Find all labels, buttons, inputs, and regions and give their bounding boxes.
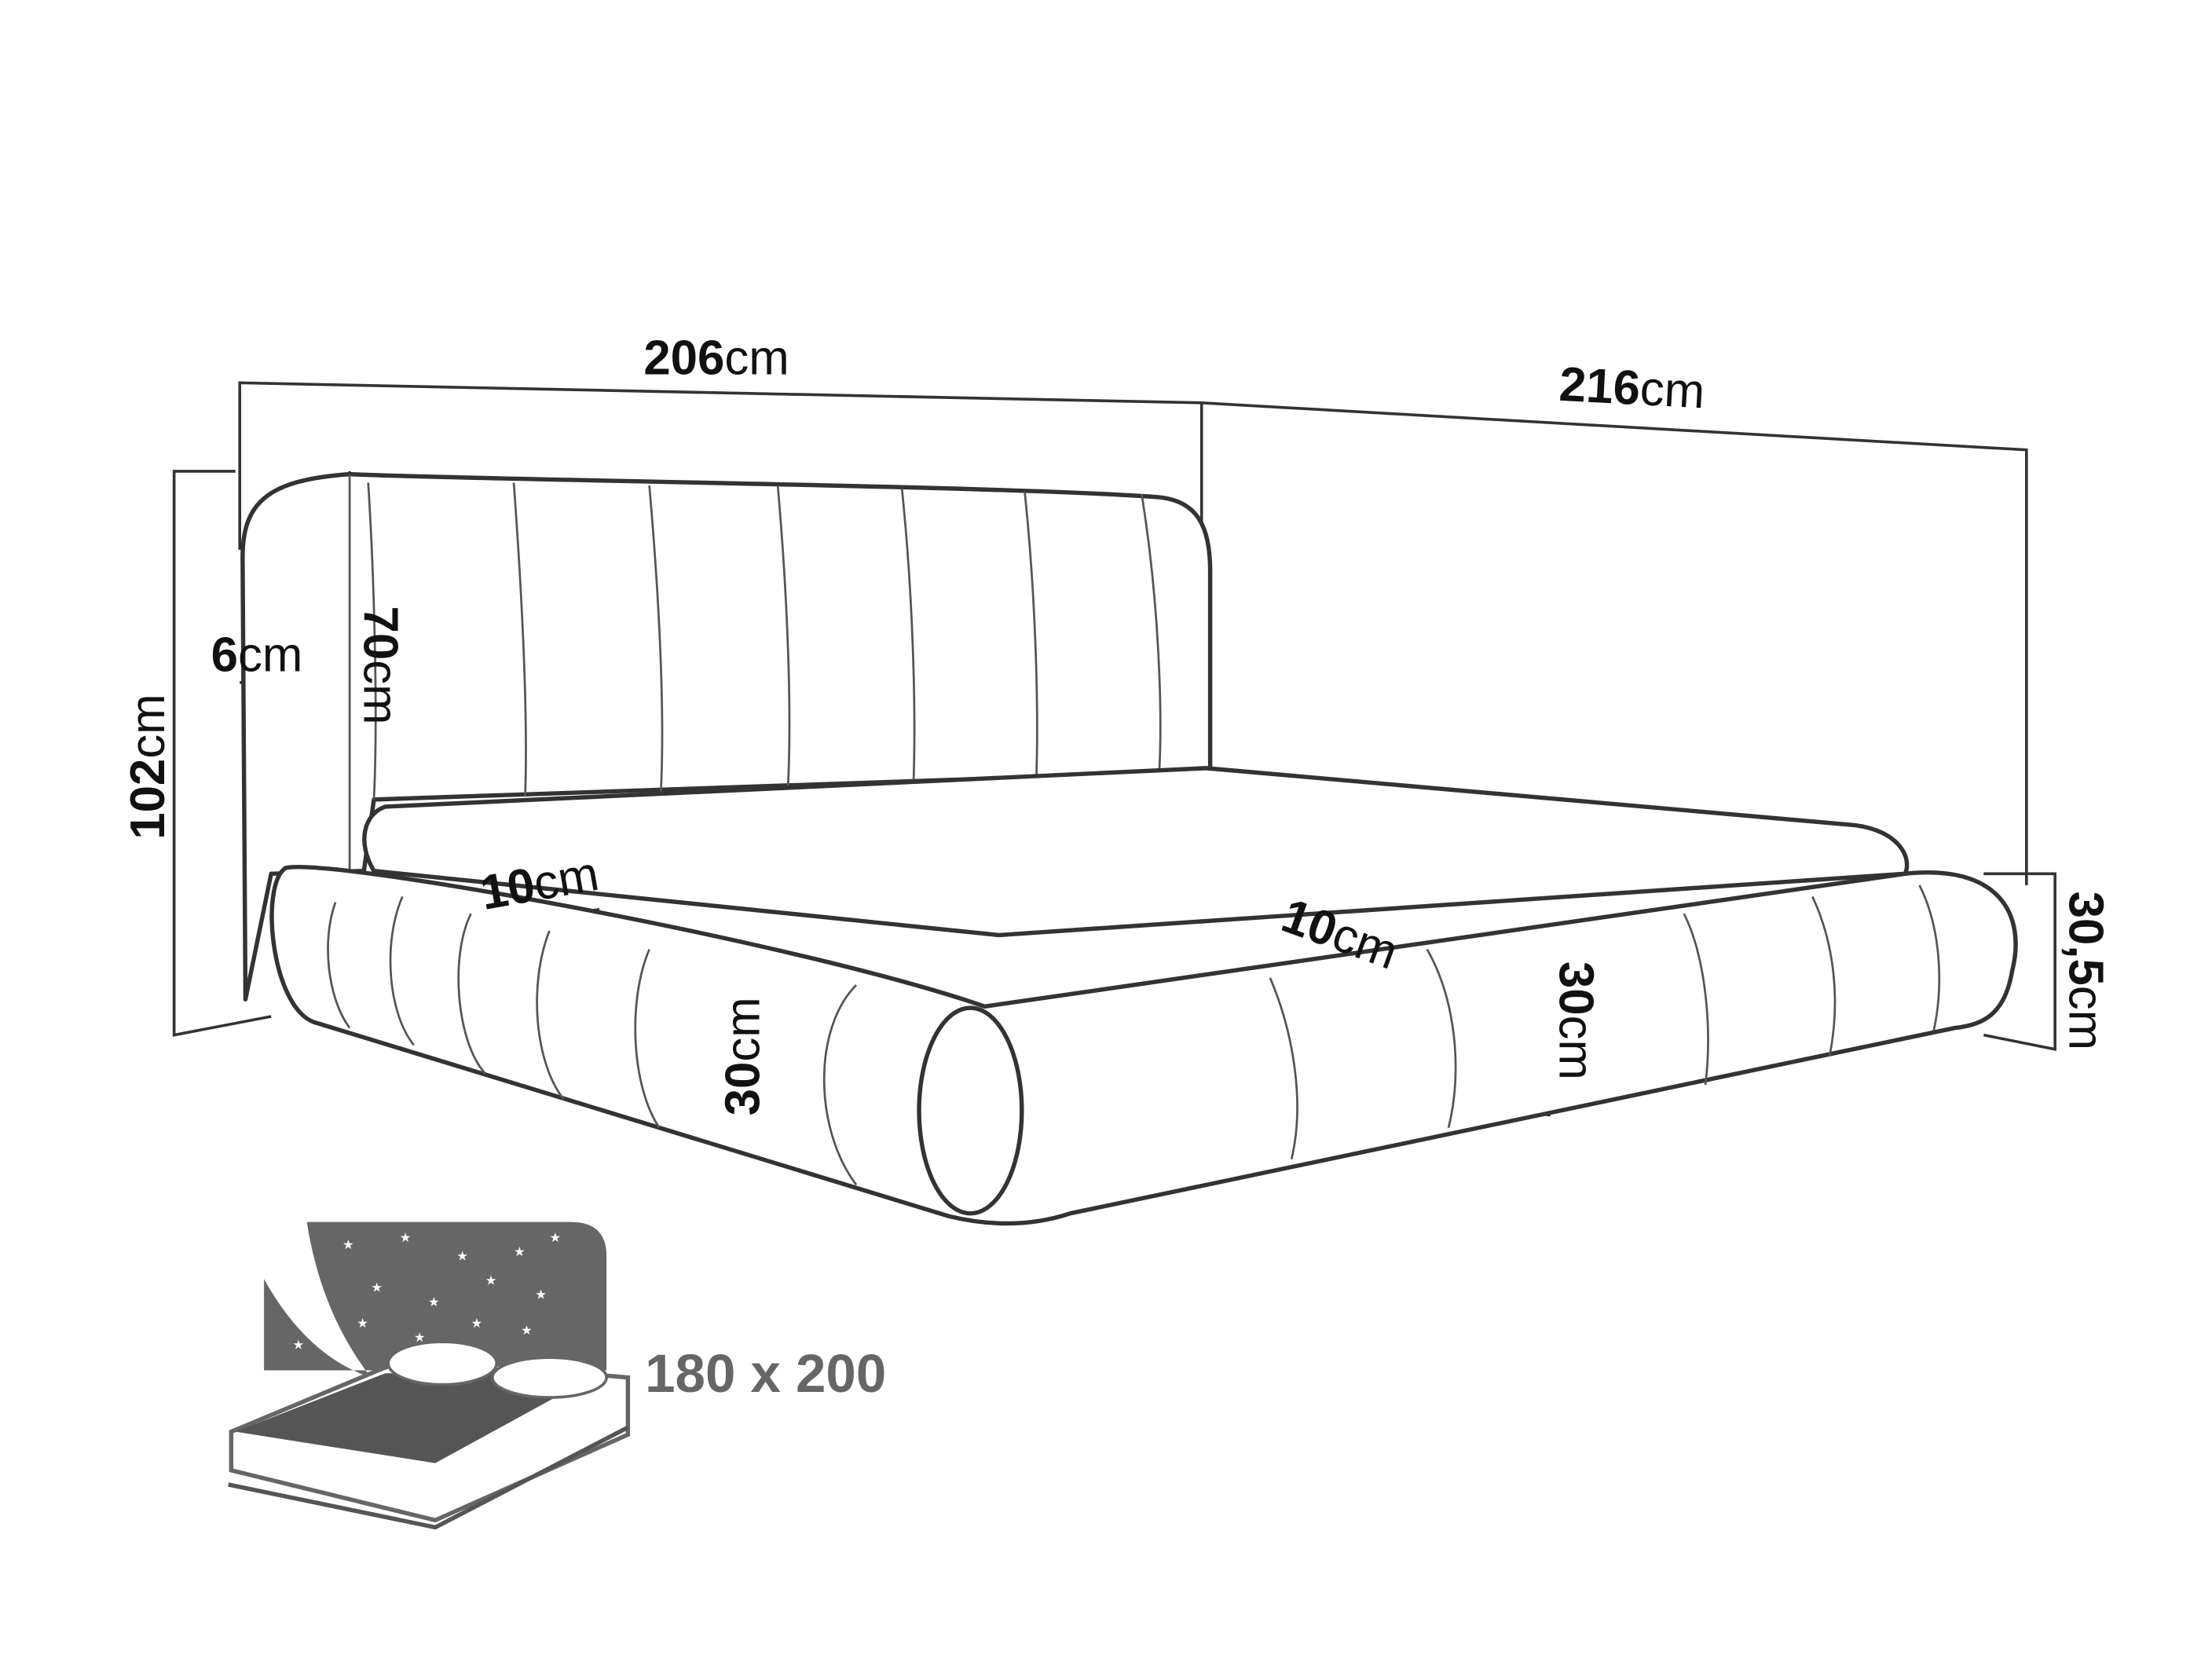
svg-text:★: ★ (414, 1330, 426, 1345)
stars-icon: ★ ★ ★ ★ ★ ★ ★ ★ ★ ★ ★ ★ ★ ★ (292, 1230, 561, 1352)
svg-text:★: ★ (521, 1323, 533, 1338)
label-headboard-thickness: 6cm (211, 628, 303, 682)
label-total-length: 216cm (1558, 357, 1706, 419)
svg-text:★: ★ (292, 1337, 304, 1352)
mattress-size-label: 180 x 200 (645, 1343, 886, 1404)
svg-text:★: ★ (357, 1316, 368, 1331)
svg-text:★: ★ (549, 1230, 561, 1245)
headboard-channels (367, 482, 1162, 800)
label-frame-height-side: 30cm (1549, 961, 1603, 1080)
frame-roll-seams (327, 884, 1941, 1186)
svg-text:★: ★ (371, 1280, 383, 1295)
bed-frame (269, 865, 2018, 1226)
label-headboard-height: 70cm (353, 606, 407, 725)
label-frame-height-front: 30cm (716, 997, 771, 1115)
svg-text:★: ★ (485, 1273, 497, 1288)
svg-text:★: ★ (342, 1237, 354, 1252)
svg-text:★: ★ (514, 1244, 526, 1259)
mattress-size-icon: ★ ★ ★ ★ ★ ★ ★ ★ ★ ★ ★ ★ ★ ★ (228, 1221, 631, 1530)
svg-text:★: ★ (535, 1287, 547, 1302)
svg-text:★: ★ (456, 1249, 468, 1264)
svg-text:★: ★ (400, 1230, 412, 1245)
bed-headboard (240, 471, 1213, 1002)
label-total-width: 206cm (643, 331, 789, 385)
label-side-roll-left: 10cm (476, 847, 602, 921)
svg-text:★: ★ (428, 1295, 440, 1309)
svg-text:★: ★ (471, 1316, 483, 1331)
label-ground-to-top: 30,5cm (2058, 892, 2112, 1051)
label-total-height: 102cm (121, 694, 175, 839)
